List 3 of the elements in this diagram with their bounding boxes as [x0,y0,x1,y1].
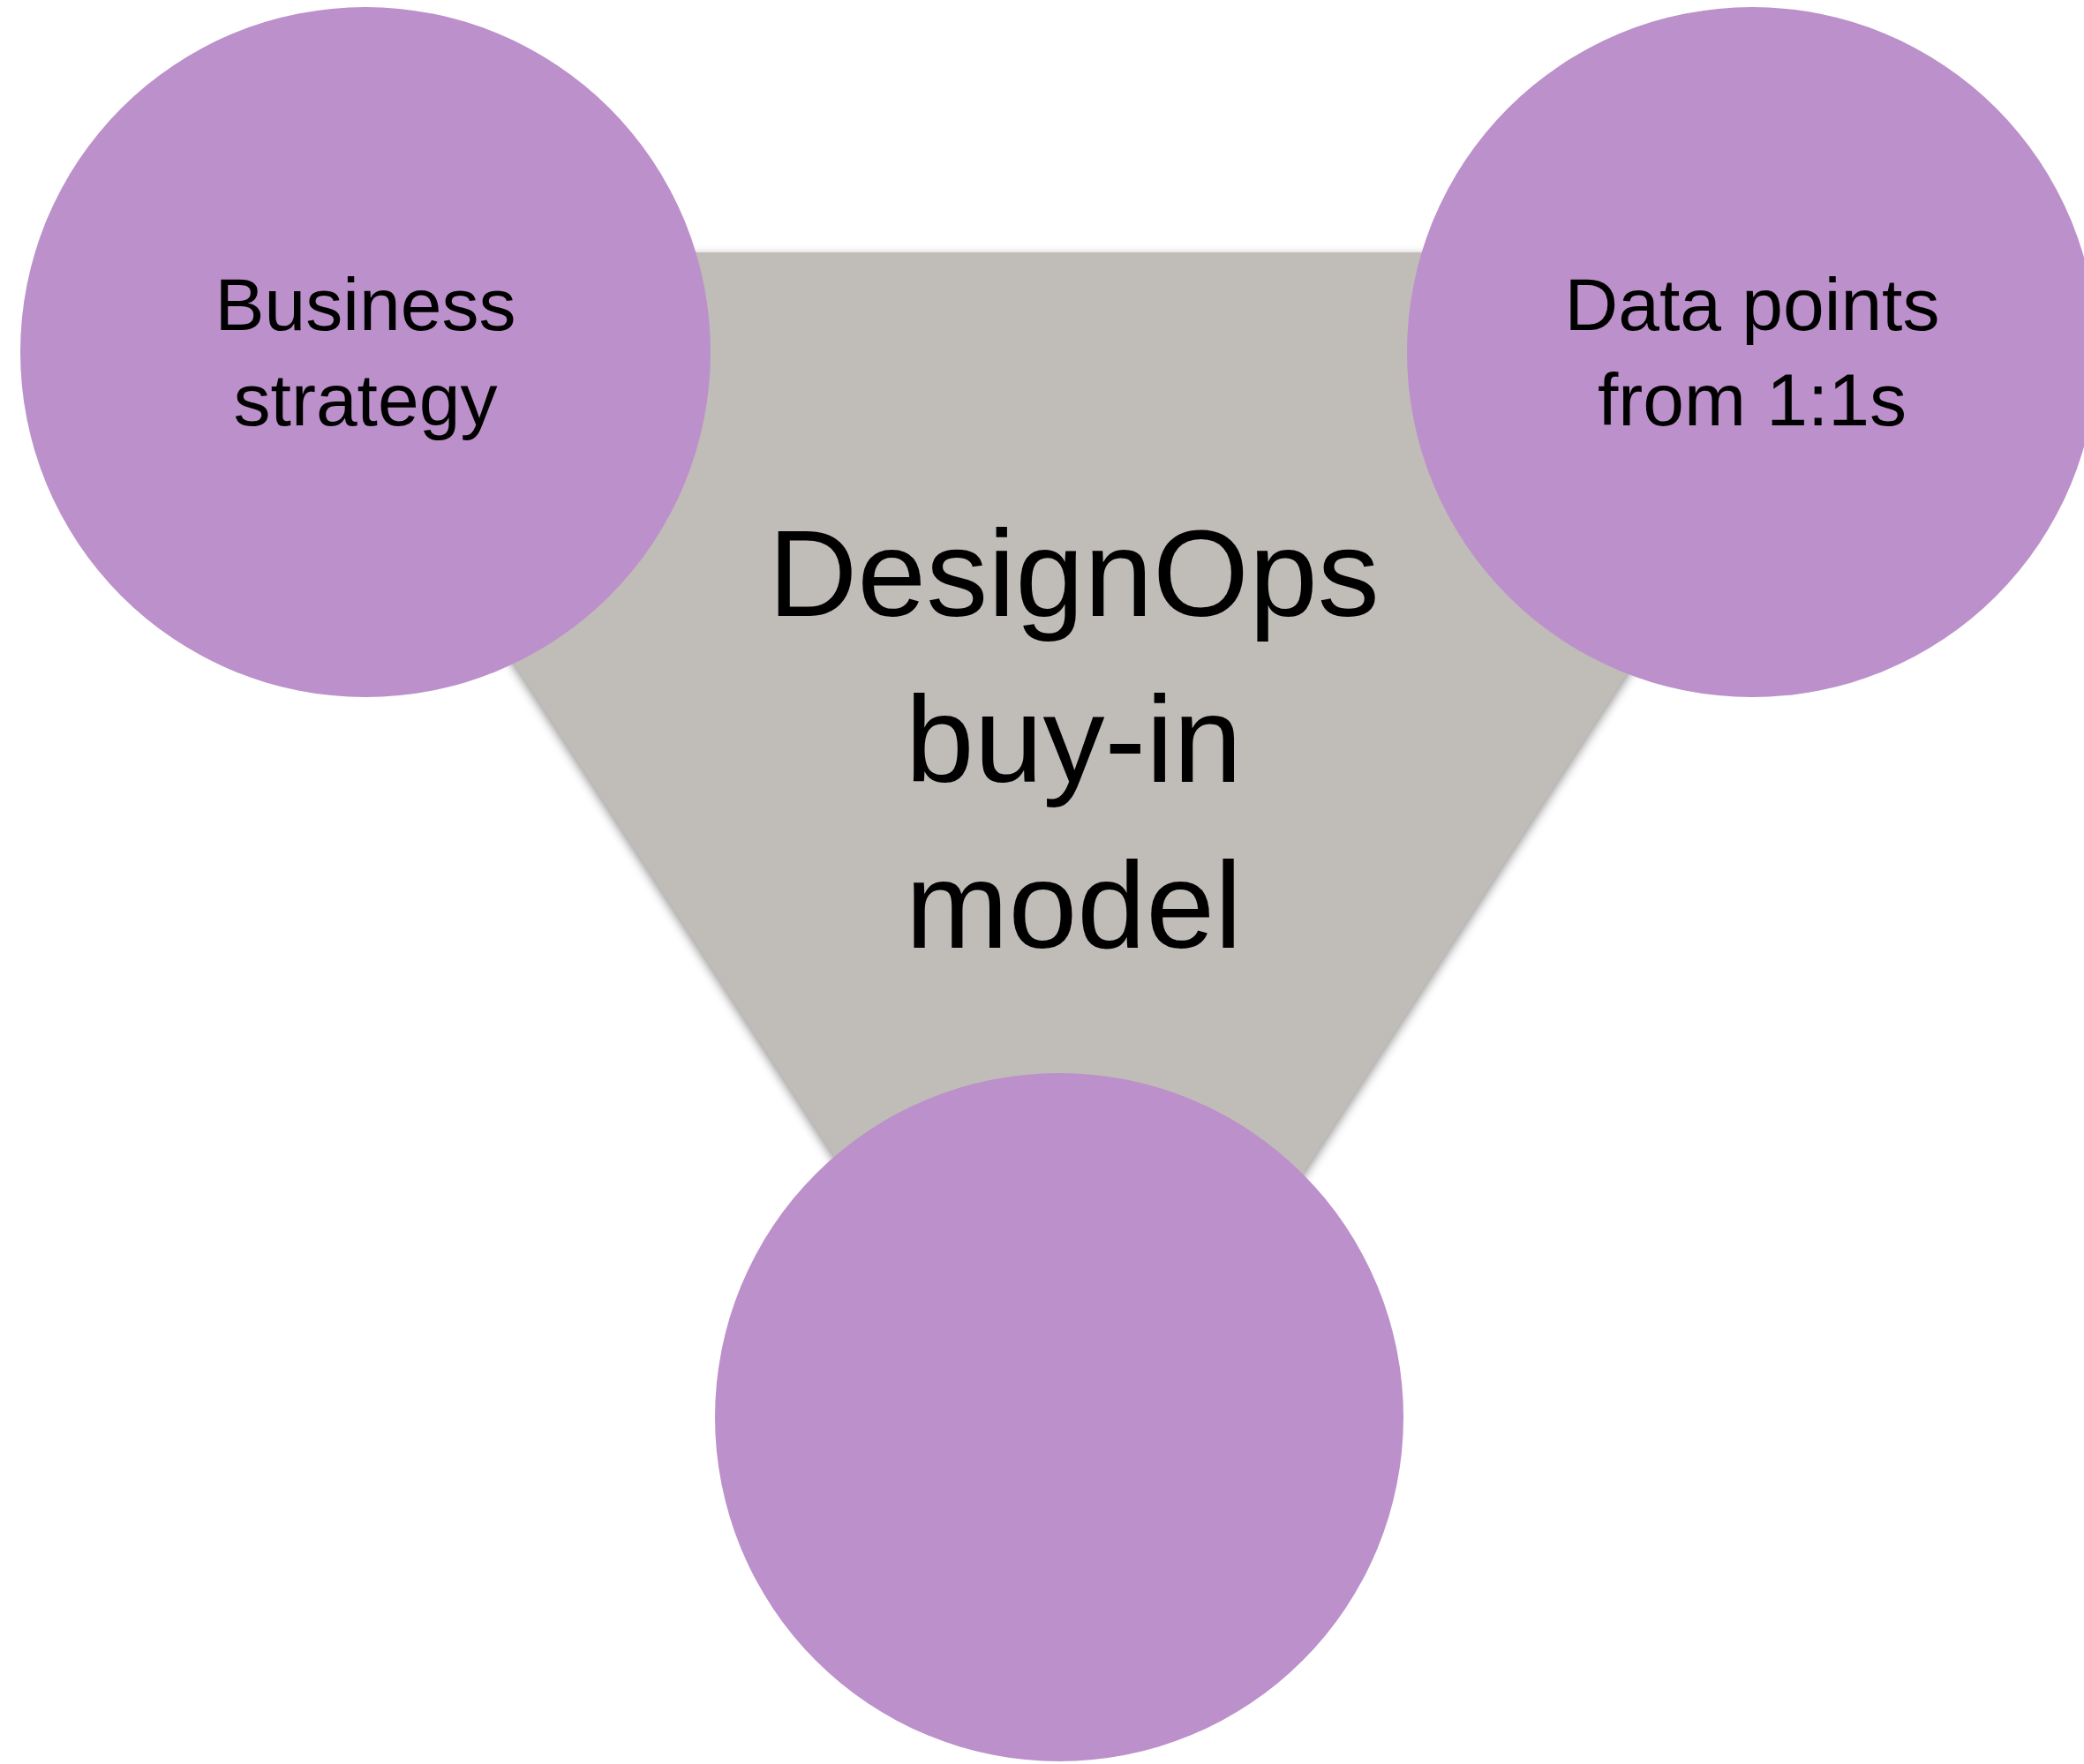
circle-label: Business strategy [214,262,517,443]
node-label: DesignOps buy-in model [767,503,1381,976]
circle-label: Data points from 1:1s [1563,262,1941,443]
